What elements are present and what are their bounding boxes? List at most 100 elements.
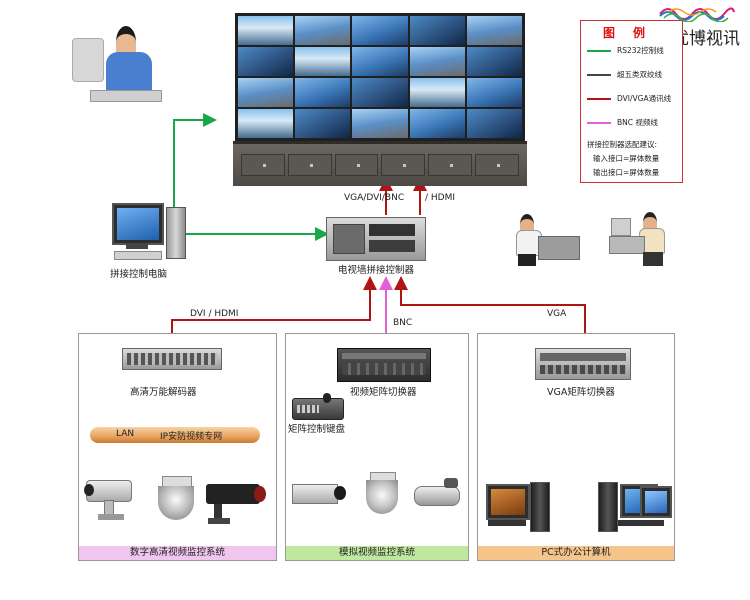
dome-camera-icon xyxy=(156,476,196,524)
video-wall-tile xyxy=(295,16,351,45)
cabinet-door xyxy=(475,154,519,176)
video-wall-cabinet xyxy=(233,141,527,186)
legend-swatch xyxy=(587,98,611,100)
video-wall-tile xyxy=(409,78,465,107)
operator-desk-figure xyxy=(514,214,580,266)
vga-matrix-icon xyxy=(535,348,631,380)
pc-keyboard-icon xyxy=(114,251,162,260)
bnc-link-label: BNC xyxy=(393,318,413,328)
ip-network-bar xyxy=(90,427,260,443)
digital-system-label: 数字高清视频监控系统 xyxy=(79,546,276,560)
office-pc-icon xyxy=(486,482,556,532)
video-wall-tile xyxy=(295,78,351,107)
operator-figure xyxy=(72,24,164,106)
video-wall-screens-frame xyxy=(235,13,525,141)
video-wall-tile xyxy=(238,16,294,45)
vga-matrix-label: VGA矩阵切换器 xyxy=(547,387,615,398)
brand-name: 优博视讯 xyxy=(672,29,740,49)
video-wall-tile xyxy=(466,16,522,45)
video-matrix-label: 视频矩阵切换器 xyxy=(350,387,417,398)
lan-label: LAN xyxy=(116,429,135,439)
wall-input-label: VGA/DVI/BNC xyxy=(344,193,405,203)
operator-monitor xyxy=(72,38,104,82)
pc-monitor-stand-icon xyxy=(126,243,148,249)
hd-decoder-icon xyxy=(122,348,222,370)
legend-item-twisted-pair: 超五类双绞线 xyxy=(587,69,681,81)
digital-system-box xyxy=(78,333,277,561)
pc-to-wall-rs232-line xyxy=(173,113,217,210)
splicing-pc xyxy=(112,203,188,261)
legend-box: 图例 RS232控制线 超五类双绞线 DVI/VGA通讯线 BNC 视频线 拼接… xyxy=(580,20,683,183)
box-camera-icon xyxy=(292,482,348,510)
operator-body-icon xyxy=(106,52,152,92)
vga-link-label: VGA xyxy=(547,309,567,319)
video-wall-tile xyxy=(466,47,522,76)
splicing-pc-label: 拼接控制电脑 xyxy=(110,269,168,280)
dome-camera-icon xyxy=(364,472,400,522)
video-matrix-icon xyxy=(337,348,431,382)
analog-system-label: 模拟视频监控系统 xyxy=(286,546,468,560)
video-wall-tile xyxy=(238,109,294,138)
video-wall-tile xyxy=(238,78,294,107)
cabinet-door xyxy=(241,154,285,176)
bullet-camera-icon xyxy=(414,478,462,512)
cabinet-door xyxy=(287,154,332,176)
decoder-link-label: DVI / HDMI xyxy=(190,309,239,319)
legend-note: 拼接控制器选配建议: xyxy=(587,140,658,149)
cabinet-door xyxy=(428,154,473,176)
video-wall-tile xyxy=(409,47,465,76)
legend-label: 超五类双绞线 xyxy=(617,70,662,79)
chair-icon xyxy=(643,252,663,266)
video-wall-tile xyxy=(466,109,522,138)
legend-item-dvi-vga: DVI/VGA通讯线 xyxy=(587,93,681,105)
pc-tower-icon xyxy=(166,207,186,259)
desk-monitor-icon xyxy=(611,218,631,236)
desk-legs-icon xyxy=(518,254,536,266)
video-wall-tile xyxy=(295,109,351,138)
desk-icon xyxy=(538,236,580,260)
operator-desk-figure-2 xyxy=(609,212,667,266)
legend-label: DVI/VGA通讯线 xyxy=(617,94,672,103)
legend-item-bnc: BNC 视频线 xyxy=(587,117,681,129)
video-wall-tile xyxy=(466,78,522,107)
hd-decoder-label: 高清万能解码器 xyxy=(130,387,197,398)
video-wall-tile xyxy=(352,16,408,45)
legend-title: 图例 xyxy=(603,26,664,40)
legend-label: BNC 视频线 xyxy=(617,118,658,127)
legend-swatch xyxy=(587,74,611,76)
cabinet-door xyxy=(334,154,379,176)
wall-input-label-hdmi: / HDMI xyxy=(425,193,456,203)
video-wall-tile xyxy=(238,47,294,76)
vga-matrix-to-controller-line xyxy=(394,276,586,345)
wall-controller-label: 电视墙拼接控制器 xyxy=(338,265,415,276)
legend-note: 输出接口=屏体数量 xyxy=(593,168,660,177)
video-wall-tile xyxy=(352,109,408,138)
pc-system-label: PC式办公计算机 xyxy=(478,546,674,560)
video-wall-tile xyxy=(352,78,408,107)
operator-keyboard-icon xyxy=(90,90,162,102)
legend-label: RS232控制线 xyxy=(617,46,664,55)
legend-item-rs232: RS232控制线 xyxy=(587,45,681,57)
cabinet-door xyxy=(381,154,426,176)
video-wall-tile xyxy=(352,47,408,76)
video-wall-tile xyxy=(295,47,351,76)
legend-swatch xyxy=(587,50,611,52)
matrix-keyboard-icon xyxy=(292,393,344,420)
video-wall xyxy=(233,13,527,186)
video-wall-tile xyxy=(409,109,465,138)
operator-head-icon xyxy=(116,26,136,58)
box-camera-icon xyxy=(206,480,268,526)
matrix-keyboard-label: 矩阵控制键盘 xyxy=(288,424,346,435)
legend-swatch xyxy=(587,122,611,124)
brand-logo-icon xyxy=(659,7,735,22)
video-wall-tile xyxy=(409,16,465,45)
operator-head-icon xyxy=(643,212,657,233)
pc-monitor-icon xyxy=(112,203,164,245)
legend-note: 输入接口=屏体数量 xyxy=(593,154,660,163)
office-pc-icon xyxy=(598,482,672,532)
operator-head-icon xyxy=(520,214,534,235)
desk-icon xyxy=(609,236,645,254)
ip-network-label: IP安防视频专网 xyxy=(160,432,223,442)
bullet-camera-icon xyxy=(82,478,134,524)
operator-body-icon xyxy=(516,230,542,256)
